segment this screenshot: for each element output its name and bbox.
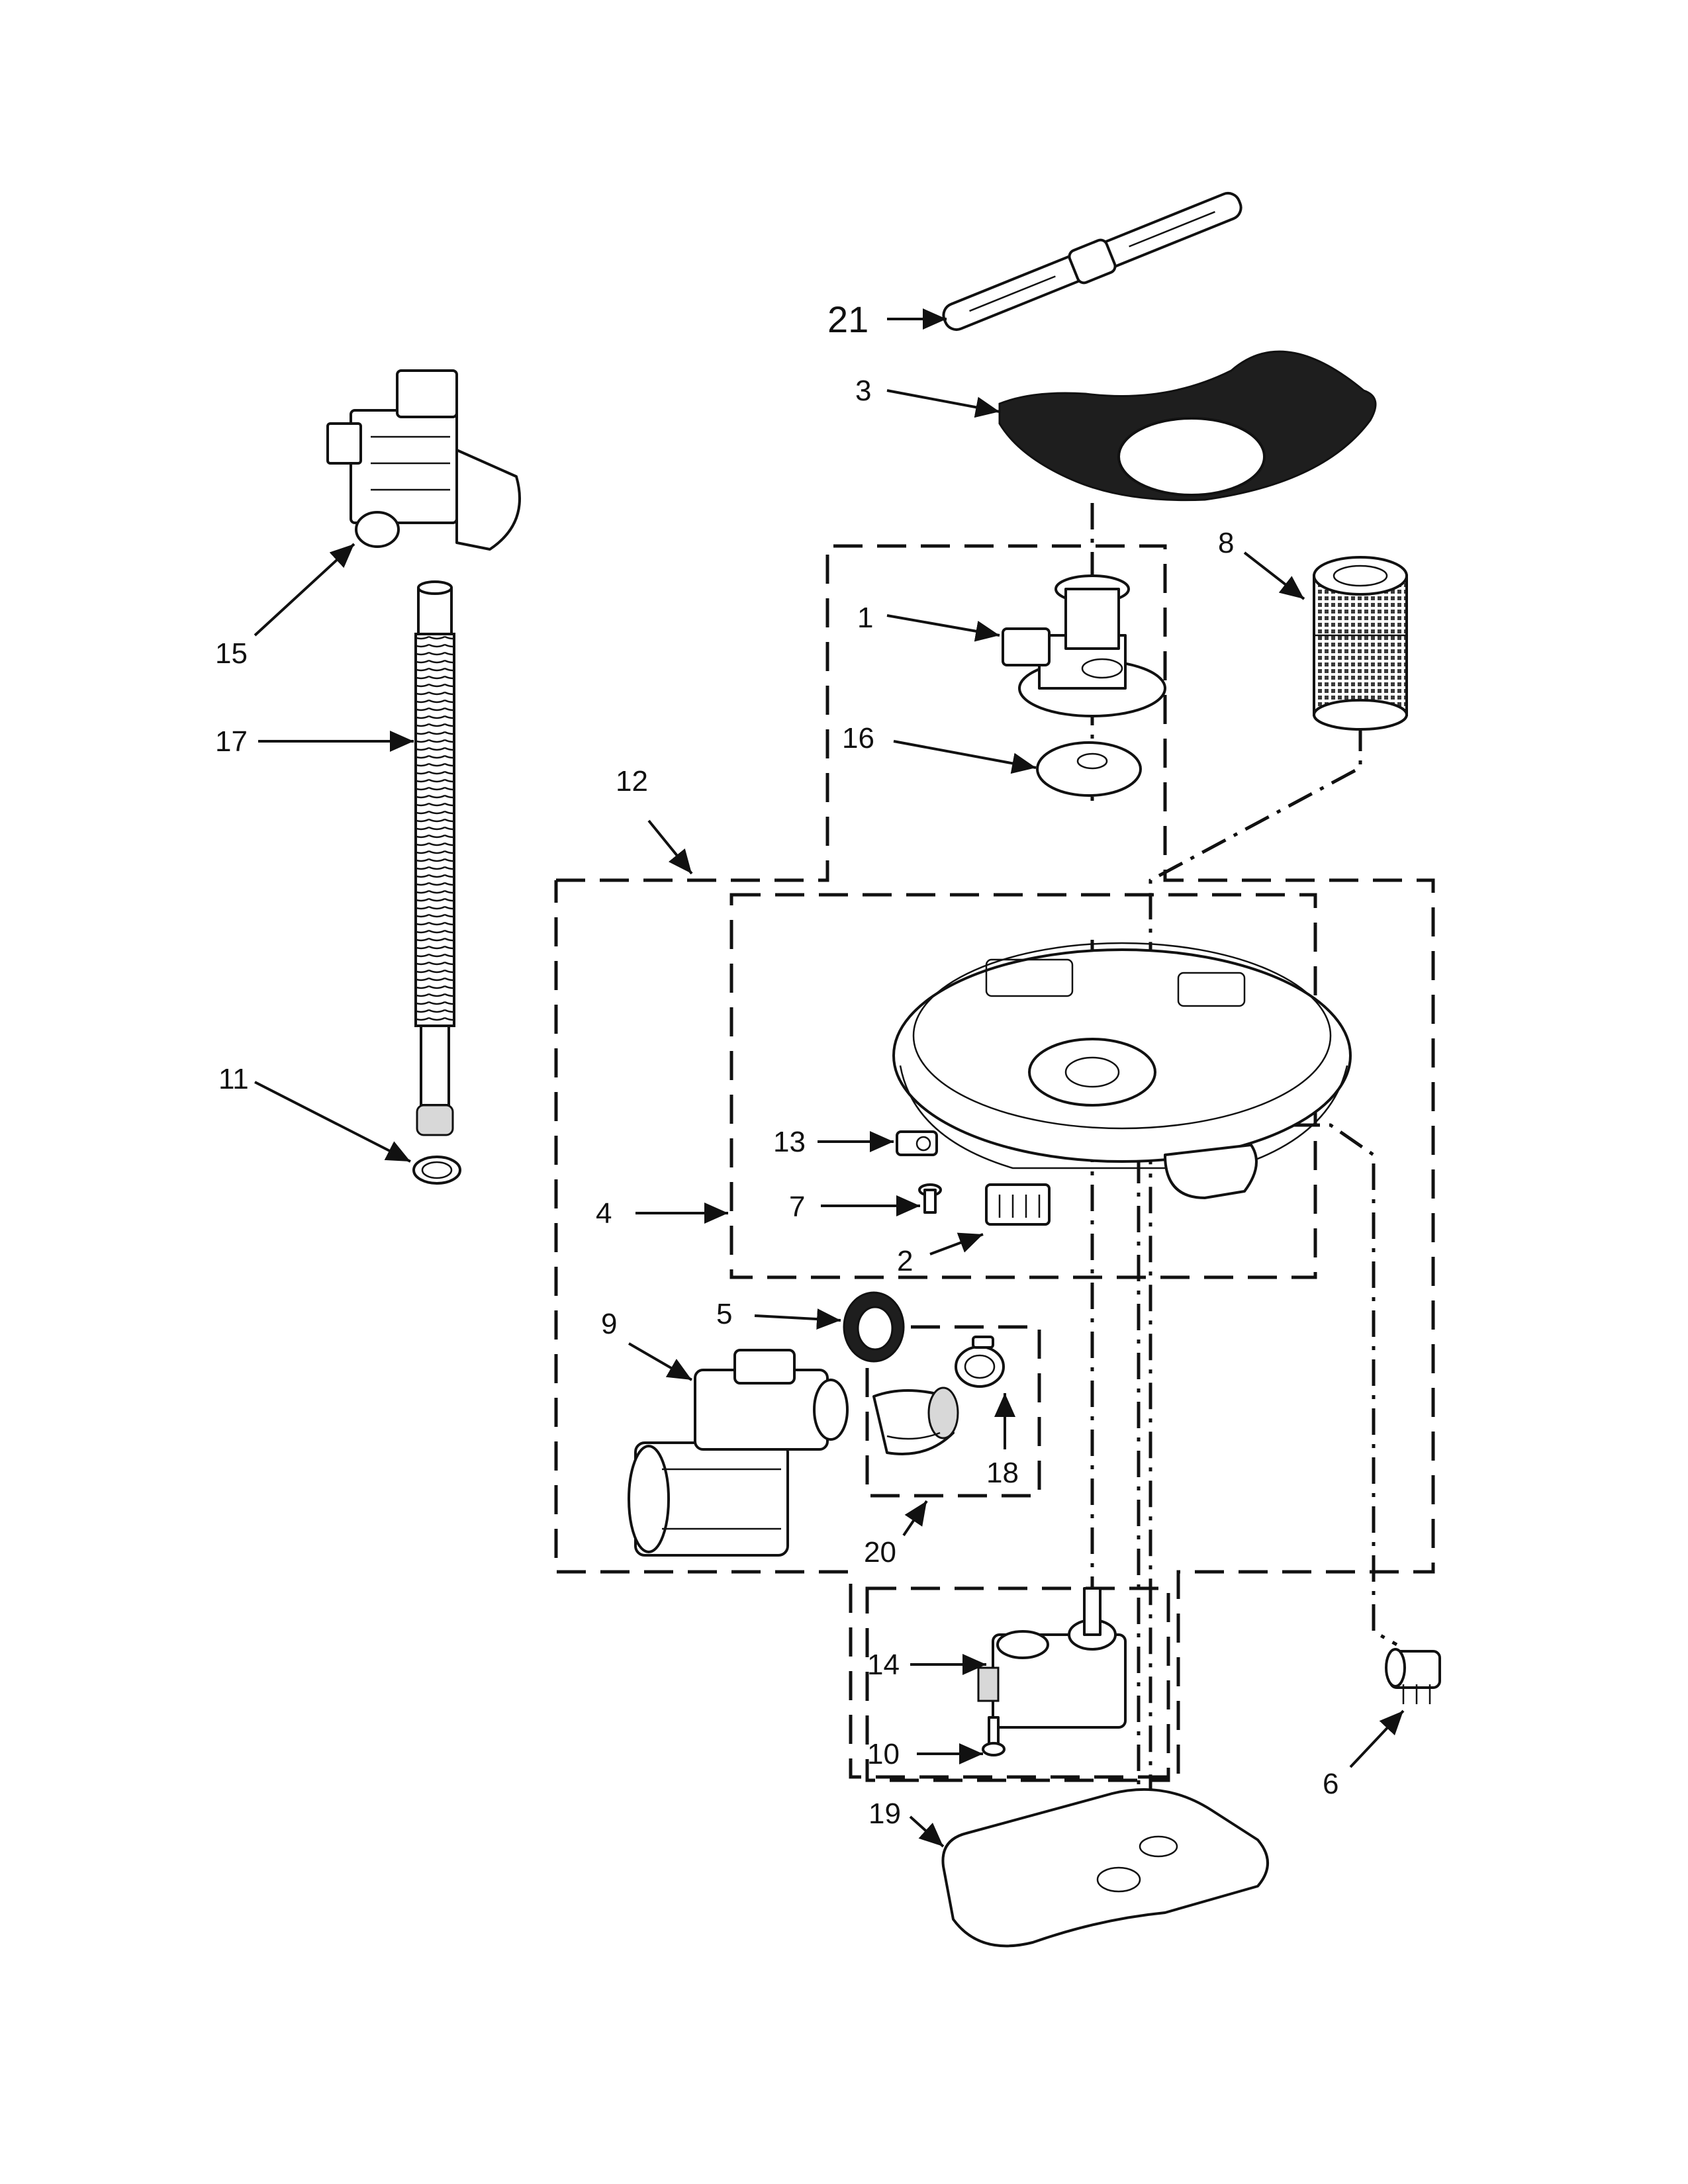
leader-5: [754, 1308, 841, 1330]
leader-8: [1243, 551, 1305, 600]
drain-pump-part: [326, 369, 521, 551]
callout-1: 1: [857, 602, 873, 634]
callout-8: 8: [1218, 527, 1234, 559]
filter-housing-part: [1002, 574, 1166, 717]
assembly-12-outline: [554, 544, 1435, 1779]
callout-3: 3: [855, 375, 871, 407]
hose-clamp-part: [412, 1156, 461, 1185]
leader-19: [909, 1815, 945, 1848]
callout-4: 4: [596, 1197, 612, 1230]
drain-hose-part: [414, 580, 455, 1136]
assembly-outlines: [554, 544, 1435, 1782]
clip-part: [896, 1130, 938, 1156]
leader-2: [929, 1232, 984, 1255]
callout-15: 15: [215, 637, 248, 670]
callout-5: 5: [716, 1298, 732, 1330]
filter-basket-part: [1313, 556, 1408, 731]
center-line-sensor: [1244, 1123, 1398, 1647]
hose-clamp-18-part: [955, 1336, 1005, 1388]
screw-10-part: [982, 1716, 1006, 1756]
center-line-filter: [1149, 725, 1362, 1800]
sump-part: [892, 942, 1352, 1199]
leader-1: [886, 614, 1000, 642]
shield-part: [998, 350, 1377, 502]
callout-17: 17: [215, 725, 248, 758]
leader-12: [647, 819, 693, 875]
callout-10: 10: [867, 1738, 900, 1770]
callout-2: 2: [897, 1245, 913, 1277]
callout-20: 20: [864, 1536, 896, 1569]
callout-16: 16: [842, 722, 874, 754]
callout-13: 13: [773, 1126, 806, 1158]
callout-6: 6: [1323, 1768, 1338, 1800]
leader-6: [1349, 1709, 1405, 1768]
leader-lines: [254, 308, 1405, 1848]
spray-arm-part: [942, 191, 1243, 332]
leader-16: [893, 740, 1037, 774]
callout-18: 18: [986, 1457, 1019, 1489]
sensor-part: [1385, 1648, 1441, 1704]
leader-11: [254, 1081, 411, 1163]
callout-21: 21: [827, 298, 868, 340]
callout-12: 12: [616, 765, 648, 797]
hose-20-part: [872, 1387, 959, 1455]
cover-part: [941, 1788, 1269, 1948]
callout-labels: 21 3 8 1 16 15 17 12 11 13 7 4 2 5 9 18 …: [215, 298, 1338, 1830]
diverter-part: [977, 1587, 1127, 1729]
leader-3: [886, 389, 1000, 418]
pump-motor-part: [628, 1349, 849, 1557]
leader-9: [628, 1342, 693, 1381]
callout-19: 19: [868, 1797, 901, 1830]
seal-disk-part: [1036, 741, 1142, 797]
connector-part: [985, 1183, 1051, 1226]
leader-20: [902, 1500, 928, 1537]
assembly-14-outline: [865, 1586, 1170, 1782]
leader-15: [254, 543, 355, 637]
callout-14: 14: [867, 1649, 900, 1681]
screw-7-part: [918, 1183, 942, 1214]
callout-9: 9: [601, 1308, 617, 1340]
callout-7: 7: [789, 1191, 805, 1223]
callout-11: 11: [218, 1063, 249, 1095]
seal-ring-part: [843, 1291, 905, 1363]
